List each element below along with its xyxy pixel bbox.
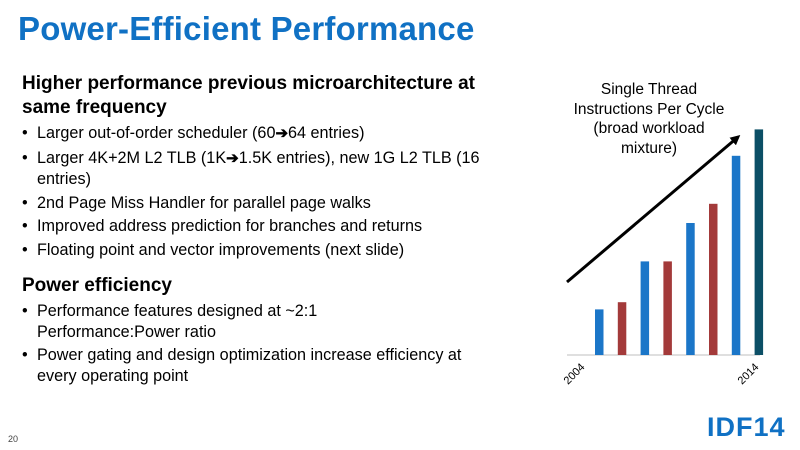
performance-bullet-list: Larger out-of-order scheduler (60➔64 ent… [22, 123, 492, 260]
bullet-text: 1.5K entries), new 1G L2 TLB (16 entries… [37, 148, 480, 189]
ipc-bar-4 [663, 261, 672, 355]
bullet-tlb: Larger 4K+2M L2 TLB (1K➔1.5K entries), n… [22, 148, 492, 190]
idf14-logo: IDF14 [707, 412, 786, 442]
bullet-text: 2nd Page Miss Handler for parallel page … [37, 193, 371, 212]
trend-arrow [566, 135, 741, 284]
bullet-power-gating: Power gating and design optimization inc… [22, 345, 492, 386]
ipc-bar-5 [686, 223, 695, 355]
section-heading-performance: Higher performance previous microarchite… [22, 73, 475, 118]
power-bullet-list: Performance features designed at ~2:1Per… [22, 301, 492, 386]
bullet-text: Performance features designed at ~2:1 [37, 302, 318, 320]
bullet-text: Improved address prediction for branches… [37, 217, 423, 235]
bullet-performance-features: Performance features designed at ~2:1Per… [22, 301, 492, 342]
bullet-address-prediction: Improved address prediction for branches… [22, 216, 492, 237]
bullet-text: Performance:Power ratio [37, 322, 217, 341]
bullet-scheduler: Larger out-of-order scheduler (60➔64 ent… [22, 123, 492, 145]
ipc-bar-3 [640, 261, 650, 355]
slide-content: Higher performance previous microarchite… [22, 72, 492, 389]
chart-title: Single Thread Instructions Per Cycle (br… [573, 81, 725, 157]
section-heading-power: Power efficiency [22, 275, 172, 296]
bullet-text: Larger out-of-order scheduler (60 [37, 124, 276, 142]
right-arrow-icon: ➔ [275, 125, 289, 142]
page-number: 20 [8, 434, 19, 444]
x-tick-label-start: 2004 [562, 361, 588, 387]
ipc-bar-6 [709, 203, 718, 355]
bullet-page-miss-handler: 2nd Page Miss Handler for parallel page … [22, 193, 492, 214]
ipc-bar-1 [595, 309, 604, 355]
x-tick-label-end: 2014 [736, 361, 762, 387]
slide-title: Power-Efficient Performance [18, 10, 475, 47]
ipc-bar-2 [617, 302, 627, 355]
bullet-text: Floating point and vector improvements (… [37, 240, 405, 259]
ipc-bar-7 [731, 155, 741, 355]
bullet-text: Larger 4K+2M L2 TLB (1K [37, 148, 227, 167]
bullet-text: Power gating and design optimization inc… [37, 346, 462, 385]
bullet-floating-point: Floating point and vector improvements (… [22, 240, 492, 261]
bullet-text: 64 entries) [288, 124, 365, 142]
right-arrow-icon: ➔ [226, 149, 239, 167]
ipc-bar-8 [754, 129, 764, 355]
